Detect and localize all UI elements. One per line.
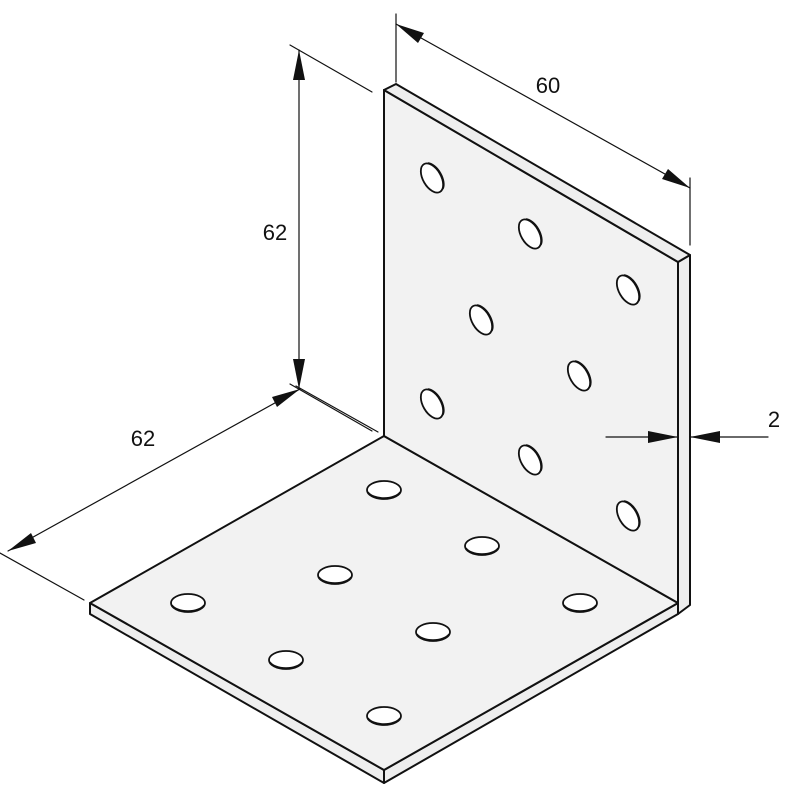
extension-line xyxy=(289,44,373,93)
vertical-plate-thickness xyxy=(677,254,691,615)
dimension-height: 62 xyxy=(263,44,373,432)
hole xyxy=(366,706,402,726)
arrowhead xyxy=(396,24,424,43)
hole xyxy=(415,622,451,642)
arrowhead xyxy=(8,533,36,551)
base-plate-holes xyxy=(170,480,598,726)
arrowhead xyxy=(272,389,300,407)
vertical-plate xyxy=(383,83,691,615)
extension-line xyxy=(295,385,379,433)
hole xyxy=(317,565,353,585)
dimension-thickness: 2 xyxy=(605,407,780,443)
dimension-width: 60 xyxy=(395,13,691,246)
hole xyxy=(615,500,641,532)
hole xyxy=(419,162,445,194)
hole xyxy=(464,536,500,556)
hole xyxy=(517,444,543,476)
vertical-plate-top-edge xyxy=(383,83,691,263)
arrowhead xyxy=(690,431,720,443)
hole xyxy=(268,650,304,670)
extension-line xyxy=(289,383,373,432)
arrowhead xyxy=(648,431,678,443)
arrowhead xyxy=(293,50,305,80)
hole xyxy=(170,593,206,613)
vertical-plate-holes xyxy=(419,162,641,532)
extension-line xyxy=(0,552,85,601)
hole xyxy=(517,218,543,250)
hole xyxy=(615,274,641,306)
arrowhead xyxy=(662,169,690,188)
arrowhead xyxy=(293,359,305,389)
dimension-line xyxy=(7,388,301,552)
hole xyxy=(566,360,592,392)
dimension-line xyxy=(395,23,691,189)
height-label: 62 xyxy=(263,220,287,245)
width-label: 60 xyxy=(536,73,560,98)
dimension-depth: 62 xyxy=(0,385,379,601)
thickness-label: 2 xyxy=(768,407,780,432)
hole xyxy=(468,304,494,336)
depth-label: 62 xyxy=(131,426,155,451)
hole xyxy=(419,388,445,420)
hole xyxy=(562,593,598,613)
hole xyxy=(366,480,402,500)
